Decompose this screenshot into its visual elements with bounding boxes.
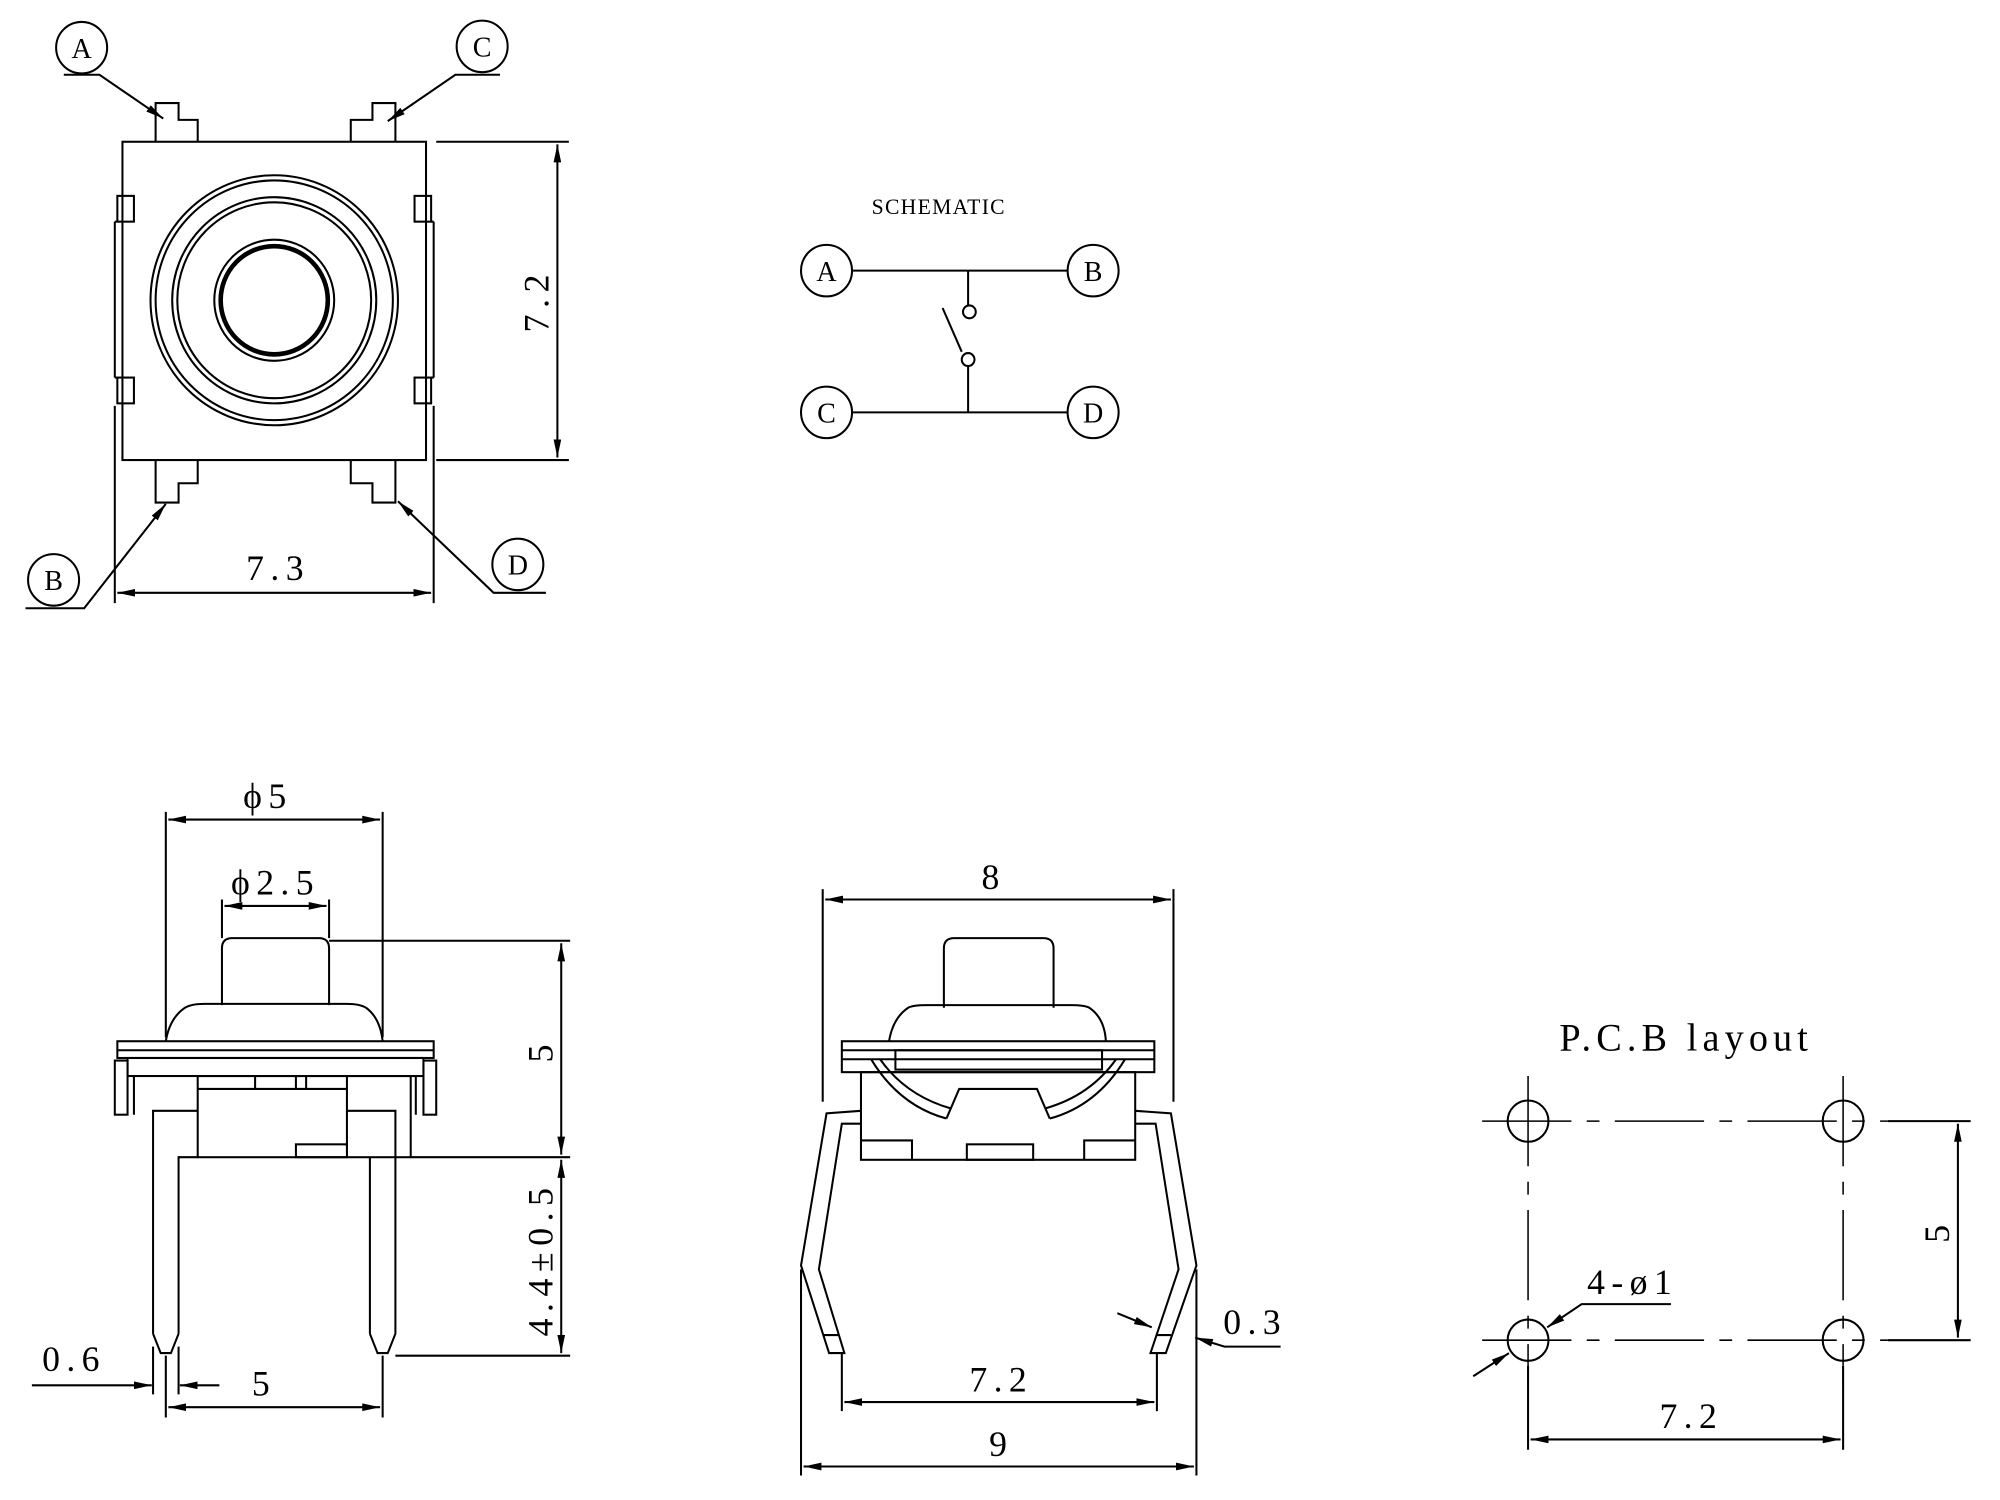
dimension-body-height-text: 5	[520, 1038, 560, 1062]
pin-d-terminal	[349, 460, 397, 504]
dimension-pin-thickness-text: 0.3	[1223, 1302, 1287, 1342]
dimension-body-width	[821, 889, 1175, 1102]
dimension-pin-pitch	[164, 1355, 384, 1418]
side-tab-left	[113, 1059, 129, 1116]
pin-d-label: D	[508, 551, 528, 582]
dimension-inner-span	[840, 1353, 1158, 1412]
dimension-holes	[1472, 1303, 1671, 1378]
schematic-title: SCHEMATIC	[872, 195, 1006, 219]
cap-dome	[164, 1002, 384, 1042]
pin-c-terminal	[349, 102, 397, 142]
pcb-layout-title: P.C.B layout	[1559, 1017, 1813, 1059]
dimension-body-height	[329, 939, 571, 1159]
pin-b-label: B	[44, 566, 63, 597]
dimension-pin-thickness	[1116, 1312, 1281, 1348]
schematic: SCHEMATIC A B C D	[800, 195, 1120, 440]
inner-frame	[894, 1049, 1104, 1071]
dimension-cap-diameter-text: ϕ5	[243, 776, 292, 816]
spring-contact-left	[870, 1058, 951, 1120]
dimension-vertical-text: 5	[1917, 1218, 1957, 1242]
actuator-button	[218, 243, 331, 357]
side-tab-right	[422, 1059, 438, 1116]
pcb-hole	[1506, 1318, 1550, 1362]
actuator-stem	[220, 937, 331, 1006]
dimension-outer-span-text: 9	[989, 1424, 1013, 1464]
left-pin	[799, 1109, 862, 1355]
left-pin	[152, 1109, 198, 1355]
dimension-pin-length-text: 4.4±0.5	[520, 1181, 560, 1336]
schematic-label-c: C	[817, 399, 836, 430]
switch-contact-upper	[961, 304, 977, 320]
dimension-stem-diameter-text: ϕ2.5	[231, 862, 320, 902]
dimension-cap-diameter	[164, 811, 384, 1038]
body-base	[859, 1071, 1137, 1161]
right-pin	[1135, 1109, 1198, 1355]
pin-b-callout	[25, 503, 167, 610]
dimension-outer-span	[800, 1269, 1198, 1476]
dimension-pin-width-text: 0.6	[42, 1339, 106, 1379]
pin-c-callout	[387, 19, 509, 122]
dimension-pin-pitch-text: 5	[252, 1363, 276, 1403]
dimension-width-text: 7.3	[246, 548, 310, 588]
center-recess	[945, 1087, 1051, 1119]
dimension-horizontal-text: 7.2	[1659, 1396, 1723, 1436]
dimension-pin-length	[395, 1159, 571, 1357]
switch-body-outline	[121, 140, 428, 462]
dimension-horizontal	[1527, 1365, 1845, 1450]
dimension-height	[436, 140, 569, 462]
pin-a-terminal	[154, 102, 199, 142]
pcb-layout: P.C.B layout 5 4-ø1 7.2	[1472, 1017, 1971, 1450]
base-foot	[965, 1143, 1035, 1161]
pin-a-callout	[55, 20, 164, 120]
dimension-inner-span-text: 7.2	[969, 1360, 1033, 1400]
body-frame	[126, 1056, 425, 1078]
top-view: 7.2 7.3 A C B D	[25, 19, 569, 610]
cap-dome	[888, 1004, 1107, 1042]
pin-d-callout	[397, 500, 546, 594]
schematic-label-a: A	[816, 257, 837, 288]
front-view: 8 0.3 7.2 9	[799, 857, 1287, 1476]
cover-plate	[840, 1040, 1156, 1074]
schematic-label-b: B	[1084, 257, 1103, 288]
right-pin	[346, 1109, 397, 1355]
pcb-hole	[1821, 1099, 1865, 1143]
pin-a-label: A	[72, 34, 93, 65]
pcb-hole	[1506, 1099, 1550, 1143]
dimension-body-width-text: 8	[982, 857, 1006, 897]
spring-contact-right	[1045, 1058, 1126, 1120]
switch-contact-lower	[960, 352, 976, 368]
dimension-holes-text: 4-ø1	[1587, 1262, 1678, 1302]
base-foot	[294, 1143, 348, 1159]
dimension-stem-diameter	[220, 899, 331, 939]
dimension-height-text: 7.2	[517, 268, 557, 332]
dimension-vertical	[1887, 1120, 1971, 1342]
switch-lever	[941, 307, 963, 353]
dimension-pin-width	[31, 1346, 220, 1395]
side-view: ϕ5 ϕ2.5 5 4.4±0.5	[31, 776, 571, 1418]
actuator-stem	[942, 937, 1055, 1008]
side-tabs	[113, 194, 435, 405]
pin-b-terminal	[154, 460, 199, 504]
pcb-hole	[1821, 1318, 1865, 1362]
schematic-label-d: D	[1083, 399, 1103, 430]
pin-c-label: C	[473, 33, 492, 64]
cap-rings	[149, 174, 399, 427]
